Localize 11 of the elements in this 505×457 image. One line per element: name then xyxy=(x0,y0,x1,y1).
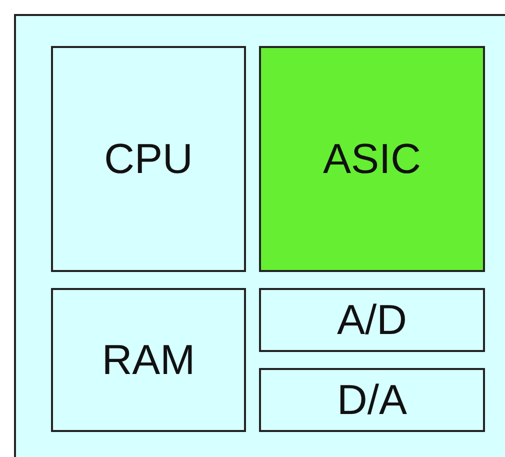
block-box xyxy=(51,46,246,272)
block-box xyxy=(51,288,246,432)
panel-background xyxy=(14,14,505,457)
block-box xyxy=(259,368,485,432)
block-box xyxy=(259,46,485,272)
block-label: CPU xyxy=(104,135,193,183)
block-box xyxy=(259,288,485,352)
block-label: D/A xyxy=(336,376,407,424)
block-label: A/D xyxy=(336,296,407,344)
block-label: RAM xyxy=(102,336,196,384)
block-label: ASIC xyxy=(322,135,422,183)
